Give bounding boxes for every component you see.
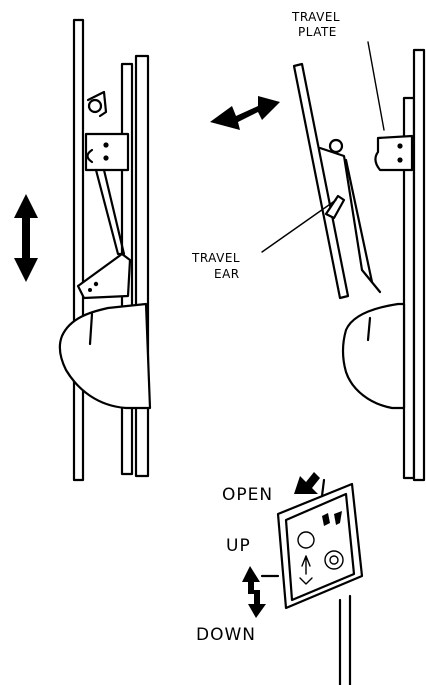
travel-ear-label: TRAVEL [191, 251, 240, 265]
right-mirror-head [341, 302, 406, 410]
left-clip [86, 148, 94, 164]
travel-plate-bolt-icon [397, 143, 403, 149]
travel-plate [374, 134, 414, 172]
travel-ear-leader [261, 199, 337, 253]
right-hinge-pin [328, 138, 344, 154]
open-arrow-icon [294, 472, 320, 494]
travel-plate-leader [367, 41, 385, 131]
travel-plate-bolt-icon [397, 157, 403, 163]
left-inner-rail-2 [134, 54, 150, 478]
left-mount-plate [84, 132, 130, 172]
right-tilted-panel [292, 62, 350, 300]
right-wall-rail-2 [412, 48, 426, 482]
open-lever [320, 478, 326, 498]
arrow-glyph-icon [322, 513, 330, 526]
down-arrow-icon [248, 590, 266, 618]
left-bracket-bolt-icon [88, 288, 92, 292]
left-strut [94, 168, 126, 256]
left-hinge-pin [87, 98, 103, 114]
vertical-travel-arrow-icon [14, 194, 38, 282]
travel-ear-label-2: EAR [214, 267, 240, 281]
numeral-glyph-icon [334, 511, 342, 525]
left-outer-rail [72, 18, 85, 482]
left-lower-bracket [76, 252, 132, 300]
down-label: DOWN [196, 625, 256, 645]
up-label: UP [226, 536, 251, 556]
up-down-glyph-icon [299, 555, 313, 585]
travel-plate-label: TRAVEL [291, 10, 340, 24]
mirror-close-icon [324, 550, 344, 570]
open-label: OPEN [222, 485, 273, 505]
left-bolt-icon [103, 142, 109, 148]
right-head-detail [366, 316, 372, 342]
horizontal-travel-arrow-icon [210, 96, 280, 130]
right-strut-inner [344, 158, 374, 284]
mirror-open-icon [297, 531, 315, 549]
left-hinge-arm [86, 90, 108, 118]
control-switch-assembly [260, 478, 364, 685]
up-arrow-icon [242, 566, 260, 594]
left-head-detail [88, 312, 94, 346]
travel-plate-label-2: PLATE [298, 25, 337, 39]
left-bracket-bolt-icon [93, 281, 99, 287]
left-assembly [14, 18, 152, 482]
left-bolt-icon [103, 155, 109, 161]
left-mirror-head [58, 302, 152, 410]
right-assembly [210, 48, 426, 482]
